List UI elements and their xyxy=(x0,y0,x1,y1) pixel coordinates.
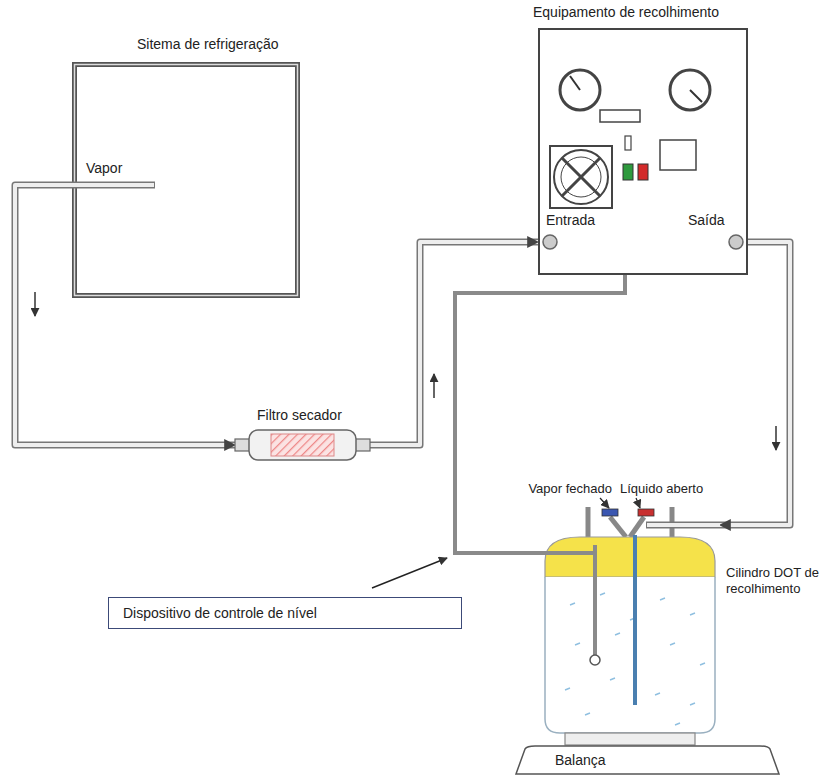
recovery-cylinder-shape xyxy=(540,505,720,745)
leader-arrow xyxy=(600,498,609,508)
callout-box: Dispositivo de controle de nível xyxy=(108,597,462,629)
text-holder: Sitema de refrigeração xyxy=(137,36,279,53)
part-label: Balança xyxy=(555,752,606,769)
filter-drier-shape xyxy=(235,428,370,462)
recovery-unit-shape xyxy=(538,28,748,275)
text-holder: Dispositivo de controle de nível xyxy=(123,605,317,622)
arrow-heads xyxy=(720,242,790,525)
text-holder: Balança xyxy=(555,752,606,769)
text-holder: Equipamento de recolhimento xyxy=(533,4,719,21)
port-label: Saída xyxy=(688,212,725,229)
hose-core xyxy=(720,242,790,525)
filter-drier: Filtro secador xyxy=(235,428,370,462)
leader-arrow xyxy=(636,498,640,508)
flow-arrow xyxy=(34,292,36,316)
system-box-shape xyxy=(72,62,300,298)
text-holder: Vapor xyxy=(86,160,122,177)
port-label: Entrada xyxy=(546,212,595,229)
text-holder: Filtro secador xyxy=(257,407,342,424)
hose-core xyxy=(15,185,235,445)
text-holder: Entrada xyxy=(546,212,595,229)
level-wire xyxy=(455,275,625,553)
hose-connector xyxy=(720,242,790,525)
text-holder: Cilindro DOT de recolhimento xyxy=(726,565,826,597)
arrow-heads xyxy=(455,275,625,553)
label-holder: Vapor fechado xyxy=(512,480,612,497)
callout-text: Dispositivo de controle de nível xyxy=(123,605,317,622)
flow-arrow xyxy=(433,374,435,398)
recovery-unit: Equipamento de recolhimentoEntradaSaída xyxy=(538,28,748,275)
leader-arrow xyxy=(372,558,447,588)
valve-label: Líquido aberto xyxy=(620,480,740,497)
hose-outline xyxy=(15,185,235,445)
hose-outline xyxy=(720,242,790,525)
part-label: Filtro secador xyxy=(257,407,342,424)
port-label: Vapor xyxy=(86,160,122,177)
box-heading: Equipamento de recolhimento xyxy=(533,4,719,21)
flow-arrow xyxy=(775,426,777,450)
label-holder: Líquido aberto xyxy=(620,480,740,497)
system-box: Sitema de refrigeraçãoVapor xyxy=(72,62,300,298)
scale-shape xyxy=(515,745,780,775)
text-holder: Saída xyxy=(688,212,725,229)
scale: Balança xyxy=(515,745,780,775)
hose-connector xyxy=(15,185,235,445)
arrow-heads xyxy=(15,185,235,445)
wire-line xyxy=(455,275,625,553)
valve-label: Vapor fechado xyxy=(512,480,612,497)
part-label: Cilindro DOT de recolhimento xyxy=(726,565,826,597)
recovery-cylinder: Cilindro DOT de recolhimento xyxy=(540,505,720,745)
box-heading: Sitema de refrigeração xyxy=(137,36,279,53)
